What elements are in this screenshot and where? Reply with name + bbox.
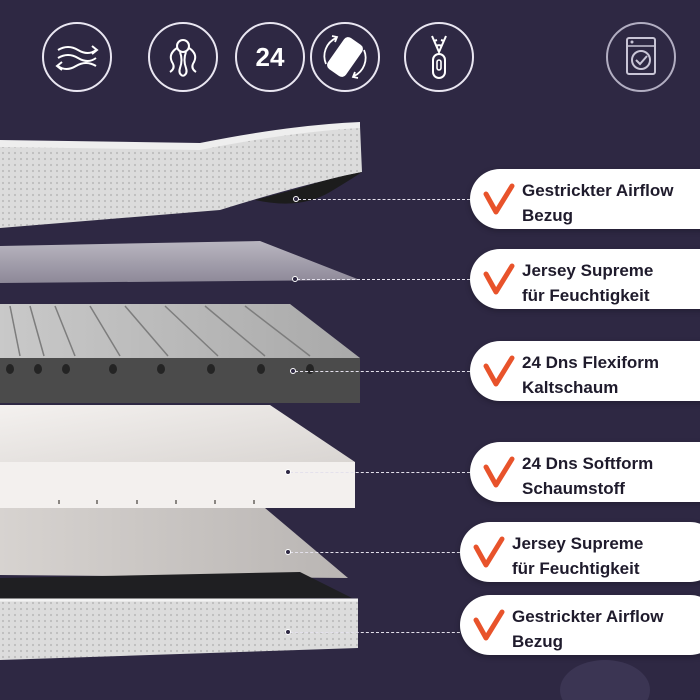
connector-line-1 (298, 199, 470, 200)
layer-cover-bottom (0, 572, 358, 660)
check-icon (483, 183, 515, 215)
check-icon (483, 355, 515, 387)
connector-line-4 (290, 472, 470, 473)
connector-dot-3 (290, 368, 296, 374)
label-line-1: 24 Dns Softform (522, 454, 654, 473)
layer-flexiform-foam (0, 304, 360, 403)
label-line-1: Gestrickter Airflow (512, 607, 664, 626)
decorative-blob (560, 660, 650, 700)
check-icon (483, 263, 515, 295)
washing-machine-icon (606, 22, 676, 92)
connector-dot-2 (292, 276, 298, 282)
check-icon (473, 536, 505, 568)
airflow-arrows-icon (42, 22, 112, 92)
label-line-1: 24 Dns Flexiform (522, 353, 659, 372)
layer-softform-foam (0, 405, 355, 508)
connector-line-2 (297, 279, 470, 280)
connector-dot-1 (293, 196, 299, 202)
label-line-2: für Feuchtigkeit (522, 286, 650, 305)
label-line-1: Jersey Supreme (522, 261, 654, 280)
label-pill-jersey-bottom: Jersey Supreme für Feuchtigkeit (460, 522, 700, 582)
elastic-loops-icon (148, 22, 218, 92)
connector-line-3 (295, 371, 470, 372)
label-pill-flexiform: 24 Dns Flexiform Kaltschaum (470, 341, 700, 401)
layer-jersey-bottom (0, 508, 348, 578)
connector-line-5 (290, 552, 470, 553)
label-line-2: Kaltschaum (522, 378, 619, 397)
check-icon (483, 456, 515, 488)
turn-badge-icon: 24 (235, 22, 305, 92)
layer-cover-top (0, 122, 362, 228)
label-line-2: Schaumstoff (522, 479, 625, 498)
connector-dot-6 (285, 629, 291, 635)
label-line-1: Gestrickter Airflow (522, 181, 674, 200)
check-icon (473, 609, 505, 641)
connector-line-6 (290, 632, 470, 633)
label-pill-softform: 24 Dns Softform Schaumstoff (470, 442, 700, 502)
connector-dot-5 (285, 549, 291, 555)
connector-dot-4 (285, 469, 291, 475)
label-line-2: für Feuchtigkeit (512, 559, 640, 578)
label-pill-airflow-cover-top: Gestrickter Airflow Bezug (470, 169, 700, 229)
rotate-mattress-icon (310, 22, 380, 92)
label-pill-jersey-top: Jersey Supreme für Feuchtigkeit (470, 249, 700, 309)
layer-jersey-top (0, 241, 360, 283)
label-line-1: Jersey Supreme (512, 534, 644, 553)
zipper-icon (404, 22, 474, 92)
label-line-2: Bezug (512, 632, 563, 651)
turn-badge-number: 24 (255, 42, 285, 72)
label-line-2: Bezug (522, 206, 573, 225)
label-pill-airflow-cover-bottom: Gestrickter Airflow Bezug (460, 595, 700, 655)
